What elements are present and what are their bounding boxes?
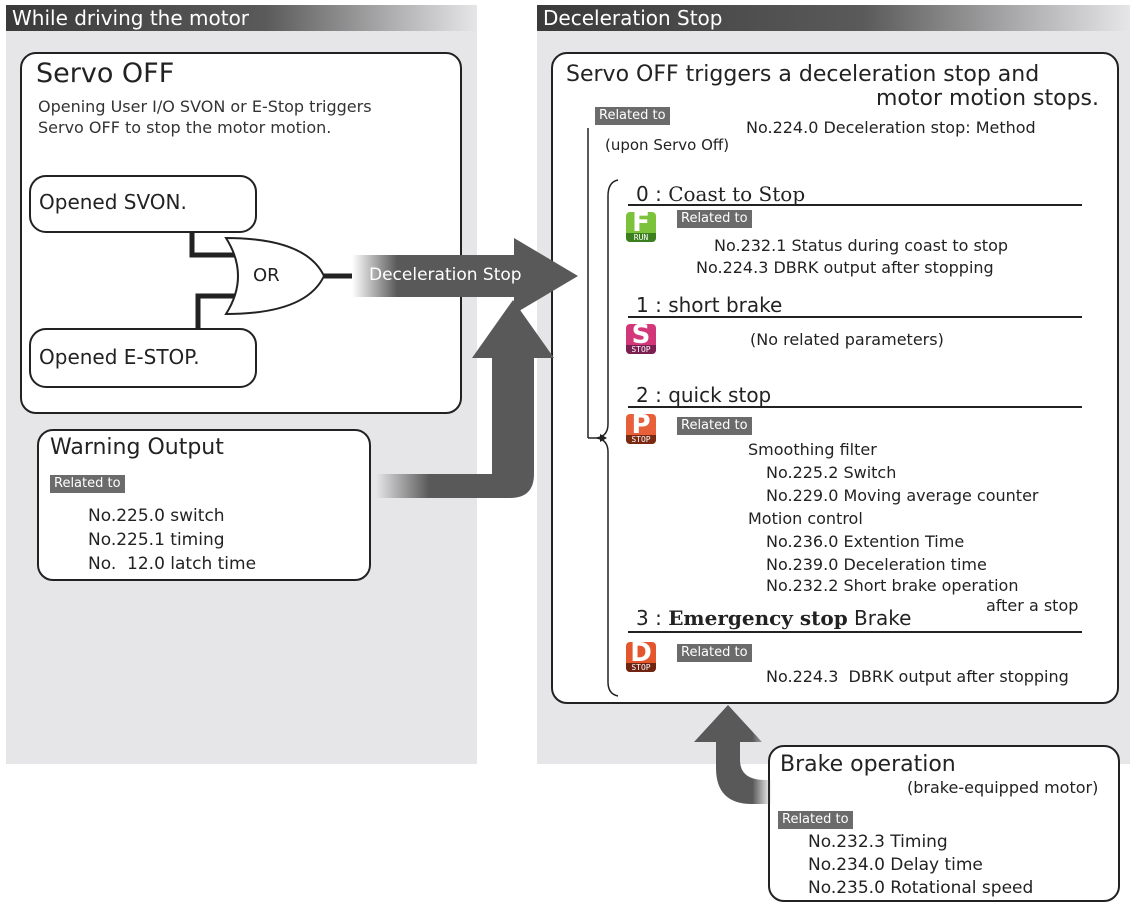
deceleration-stop-box bbox=[551, 52, 1119, 704]
option-2-num: 2 : bbox=[636, 383, 669, 407]
option-2-line-6: No.239.0 Deceleration time bbox=[766, 555, 987, 574]
brake-param-2: No.234.0 Delay time bbox=[808, 855, 983, 875]
option-0-rule bbox=[628, 204, 1082, 206]
option-0-related-tag: Related to bbox=[677, 210, 752, 228]
option-0-heading: 0 : Coast to Stop bbox=[636, 182, 805, 206]
right-panel-header: Deceleration Stop bbox=[537, 5, 1130, 31]
estop-input-label: Opened E-STOP. bbox=[39, 345, 200, 369]
s-stop-icon: S STOP bbox=[626, 324, 656, 354]
deceleration-arrow bbox=[352, 238, 578, 314]
p-stop-icon-sub: STOP bbox=[626, 435, 656, 444]
brake-subtitle: (brake-equipped motor) bbox=[907, 778, 1099, 797]
option-2-line-7: No.232.2 Short brake operation bbox=[766, 576, 1019, 595]
option-1-heading: 1 : short brake bbox=[636, 293, 782, 317]
option-2-line-8: after a stop bbox=[986, 596, 1079, 615]
d-stop-icon-sub: STOP bbox=[626, 663, 656, 672]
p-stop-icon: P STOP bbox=[626, 414, 656, 444]
brake-title: Brake operation bbox=[780, 752, 956, 777]
option-1-line-1: (No related parameters) bbox=[750, 330, 944, 349]
option-1-title: short brake bbox=[668, 293, 783, 317]
f-run-icon: F RUN bbox=[626, 212, 656, 242]
warning-param-2: No.225.1 timing bbox=[88, 530, 225, 550]
or-gate bbox=[224, 236, 326, 316]
option-2-line-3: No.229.0 Moving average counter bbox=[766, 486, 1039, 505]
s-stop-icon-letter: S bbox=[631, 324, 651, 350]
warning-param-1: No.225.0 switch bbox=[88, 506, 225, 526]
brake-param-1: No.232.3 Timing bbox=[808, 832, 948, 852]
f-run-icon-letter: F bbox=[632, 212, 650, 238]
servo-off-desc-1: Opening User I/O SVON or E-Stop triggers bbox=[38, 97, 372, 116]
d-stop-icon: D STOP bbox=[626, 642, 656, 672]
deceleration-arrow-label: Deceleration Stop bbox=[369, 265, 522, 285]
p-stop-icon-letter: P bbox=[631, 414, 651, 440]
main-title-line2: motor motion stops. bbox=[876, 86, 1100, 111]
main-param: No.224.0 Deceleration stop: Method bbox=[746, 118, 1036, 137]
option-3-rule bbox=[628, 631, 1082, 633]
option-1-rule bbox=[628, 316, 1082, 318]
main-related-tag: Related to bbox=[595, 107, 670, 125]
brake-param-3: No.235.0 Rotational speed bbox=[808, 878, 1034, 898]
option-0-line-2: No.224.3 DBRK output after stopping bbox=[696, 258, 994, 277]
option-2-rule bbox=[628, 406, 1082, 408]
warning-related-tag: Related to bbox=[50, 475, 125, 493]
or-gate-label: OR bbox=[253, 265, 280, 286]
option-3-title-bold: Emergency stop bbox=[668, 606, 848, 630]
svon-input-box bbox=[29, 175, 257, 233]
option-0-num: 0 : bbox=[636, 182, 669, 206]
s-stop-icon-sub: STOP bbox=[626, 345, 656, 354]
svon-connector bbox=[189, 232, 240, 258]
option-1-num: 1 : bbox=[636, 293, 669, 317]
d-stop-icon-letter: D bbox=[630, 642, 652, 668]
option-2-heading: 2 : quick stop bbox=[636, 383, 771, 407]
f-run-icon-sub: RUN bbox=[626, 233, 656, 242]
estop-connector bbox=[195, 293, 240, 329]
warning-output-box bbox=[37, 429, 371, 581]
option-3-num: 3 : bbox=[636, 606, 669, 630]
left-panel-header: While driving the motor bbox=[6, 5, 477, 31]
option-3-title-rest: Brake bbox=[847, 606, 912, 630]
option-2-line-4: Motion control bbox=[748, 509, 863, 528]
brake-related-tag: Related to bbox=[778, 811, 853, 829]
main-param-note: (upon Servo Off) bbox=[605, 136, 730, 154]
option-3-related-tag: Related to bbox=[677, 644, 752, 662]
option-0-line-1: No.232.1 Status during coast to stop bbox=[714, 236, 1009, 255]
warning-param-3: No. 12.0 latch time bbox=[88, 554, 257, 574]
option-2-line-2: No.225.2 Switch bbox=[766, 463, 897, 482]
option-2-related-tag: Related to bbox=[677, 417, 752, 435]
svon-input-label: Opened SVON. bbox=[39, 190, 187, 214]
servo-off-desc-2: Servo OFF to stop the motor motion. bbox=[38, 118, 332, 137]
main-title-line1: Servo OFF triggers a deceleration stop a… bbox=[566, 62, 1040, 87]
servo-off-title: Servo OFF bbox=[36, 58, 175, 89]
option-0-title: Coast to Stop bbox=[668, 182, 806, 206]
option-3-heading: 3 : Emergency stop Brake bbox=[636, 606, 911, 630]
option-2-title: quick stop bbox=[668, 383, 772, 407]
options-brace bbox=[596, 179, 619, 697]
brake-arrow bbox=[694, 705, 772, 804]
estop-input-box bbox=[29, 328, 257, 388]
option-2-line-1: Smoothing filter bbox=[748, 440, 877, 459]
warning-output-title: Warning Output bbox=[50, 435, 224, 460]
warning-arrow bbox=[376, 300, 554, 498]
option-2-line-5: No.236.0 Extention Time bbox=[766, 532, 965, 551]
option-3-line-1: No.224.3 DBRK output after stopping bbox=[766, 667, 1069, 686]
